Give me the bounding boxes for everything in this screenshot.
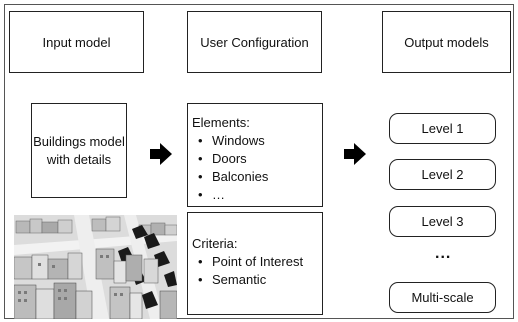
user-configuration-header-label: User Configuration (200, 34, 309, 50)
input-model-header-label: Input model (42, 34, 111, 50)
buildings-model-line1: Buildings model (33, 133, 125, 149)
criteria-title: Criteria: (192, 236, 238, 251)
output-models-header-label: Output models (404, 34, 489, 50)
elements-box: Elements: Windows Doors Balconies … (187, 103, 323, 207)
criteria-item-poi: Point of Interest (192, 253, 322, 271)
criteria-item-semantic: Semantic (192, 271, 322, 289)
diagram-frame: Input model User Configuration Output mo… (4, 4, 514, 319)
level-2-label: Level 2 (421, 166, 464, 182)
output-models-header: Output models (382, 11, 511, 73)
elements-list: Windows Doors Balconies … (192, 132, 322, 204)
buildings-model-box: Buildings model with details (31, 103, 127, 198)
ellipsis-text: ... (435, 245, 452, 262)
elements-title: Elements: (192, 115, 250, 130)
elements-item-windows: Windows (192, 132, 322, 150)
multi-scale-label: Multi-scale (411, 289, 474, 305)
level-3-label: Level 3 (421, 213, 464, 229)
level-1-box: Level 1 (389, 113, 496, 144)
3d-city-render-image (14, 215, 177, 319)
level-1-label: Level 1 (421, 120, 464, 136)
level-3-box: Level 3 (389, 206, 496, 237)
input-model-header: Input model (9, 11, 144, 73)
multi-scale-box: Multi-scale (389, 282, 496, 313)
elements-item-doors: Doors (192, 150, 322, 168)
elements-item-more: … (192, 186, 322, 204)
criteria-box: Criteria: Point of Interest Semantic (187, 212, 323, 315)
arrow-right-icon (150, 143, 172, 165)
level-2-box: Level 2 (389, 159, 496, 190)
user-configuration-header: User Configuration (187, 11, 322, 73)
elements-item-balconies: Balconies (192, 168, 322, 186)
buildings-model-line2: with details (46, 151, 112, 167)
arrow-right-icon (344, 143, 366, 165)
criteria-list: Point of Interest Semantic (192, 253, 322, 289)
